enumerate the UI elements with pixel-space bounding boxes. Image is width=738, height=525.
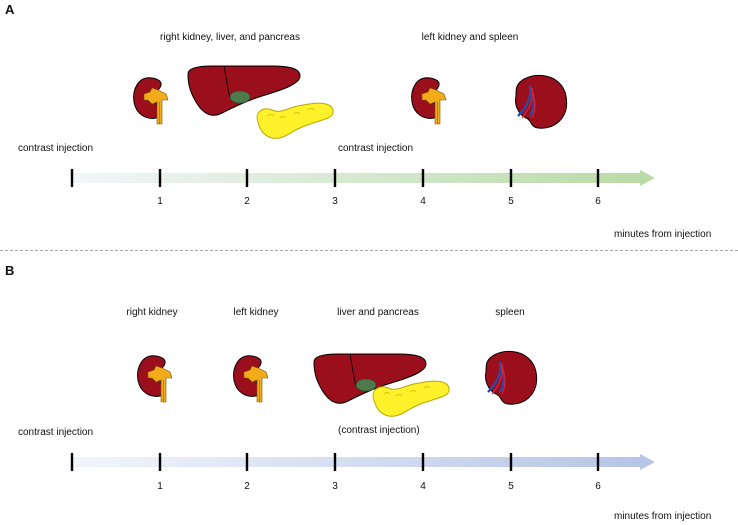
injection-label: contrast injection — [18, 143, 94, 154]
organ-group-label: right kidney, liver, and pancreas — [160, 32, 300, 43]
timeline-arrowhead — [640, 170, 655, 186]
tick-label: 5 — [508, 196, 514, 207]
axis-label: minutes from injection — [614, 229, 712, 240]
tick-marks — [70, 169, 600, 187]
panel-a-organs — [133, 65, 568, 139]
spleen-icon — [514, 74, 568, 130]
tick-label: 4 — [420, 481, 426, 492]
tick-marks — [70, 453, 600, 471]
organ-group-label: left kidney and spleen — [421, 32, 519, 43]
panel-b-timeline — [70, 453, 655, 471]
tick-label: 5 — [508, 481, 514, 492]
timeline-bar — [72, 457, 640, 467]
liver-icon — [187, 65, 301, 116]
tick-label: 3 — [332, 481, 338, 492]
timeline-arrowhead — [640, 454, 655, 470]
panel-label-a: A — [5, 2, 15, 17]
tick-label: 2 — [244, 481, 250, 492]
pancreas-icon — [256, 102, 334, 139]
injection-label: contrast injection — [18, 427, 94, 438]
second-injection-label: (contrast injection) — [338, 425, 420, 436]
spleen-icon — [484, 350, 538, 406]
panel-divider — [0, 250, 738, 251]
organ-group-label: right kidney — [126, 307, 178, 318]
kidney-icon — [137, 355, 173, 403]
panel-label-b: B — [5, 263, 15, 278]
tick-label: 4 — [420, 196, 426, 207]
kidney-icon — [133, 77, 169, 125]
tick-label: 1 — [157, 196, 163, 207]
tick-label: 6 — [595, 481, 601, 492]
second-injection-label: contrast injection — [338, 143, 414, 154]
organ-group-label: left kidney — [233, 307, 279, 318]
pancreas-icon — [372, 380, 450, 417]
panel-b-organs — [137, 350, 538, 417]
axis-label: minutes from injection — [614, 511, 712, 522]
tick-label: 1 — [157, 481, 163, 492]
tick-label: 6 — [595, 196, 601, 207]
organ-group-label: spleen — [495, 307, 525, 318]
tick-label: 3 — [332, 196, 338, 207]
kidney-icon — [233, 355, 269, 403]
kidney-icon — [411, 77, 447, 125]
tick-label: 2 — [244, 196, 250, 207]
timeline-bar — [72, 173, 640, 183]
organ-group-label: liver and pancreas — [337, 307, 419, 318]
panel-a-timeline — [70, 169, 655, 187]
